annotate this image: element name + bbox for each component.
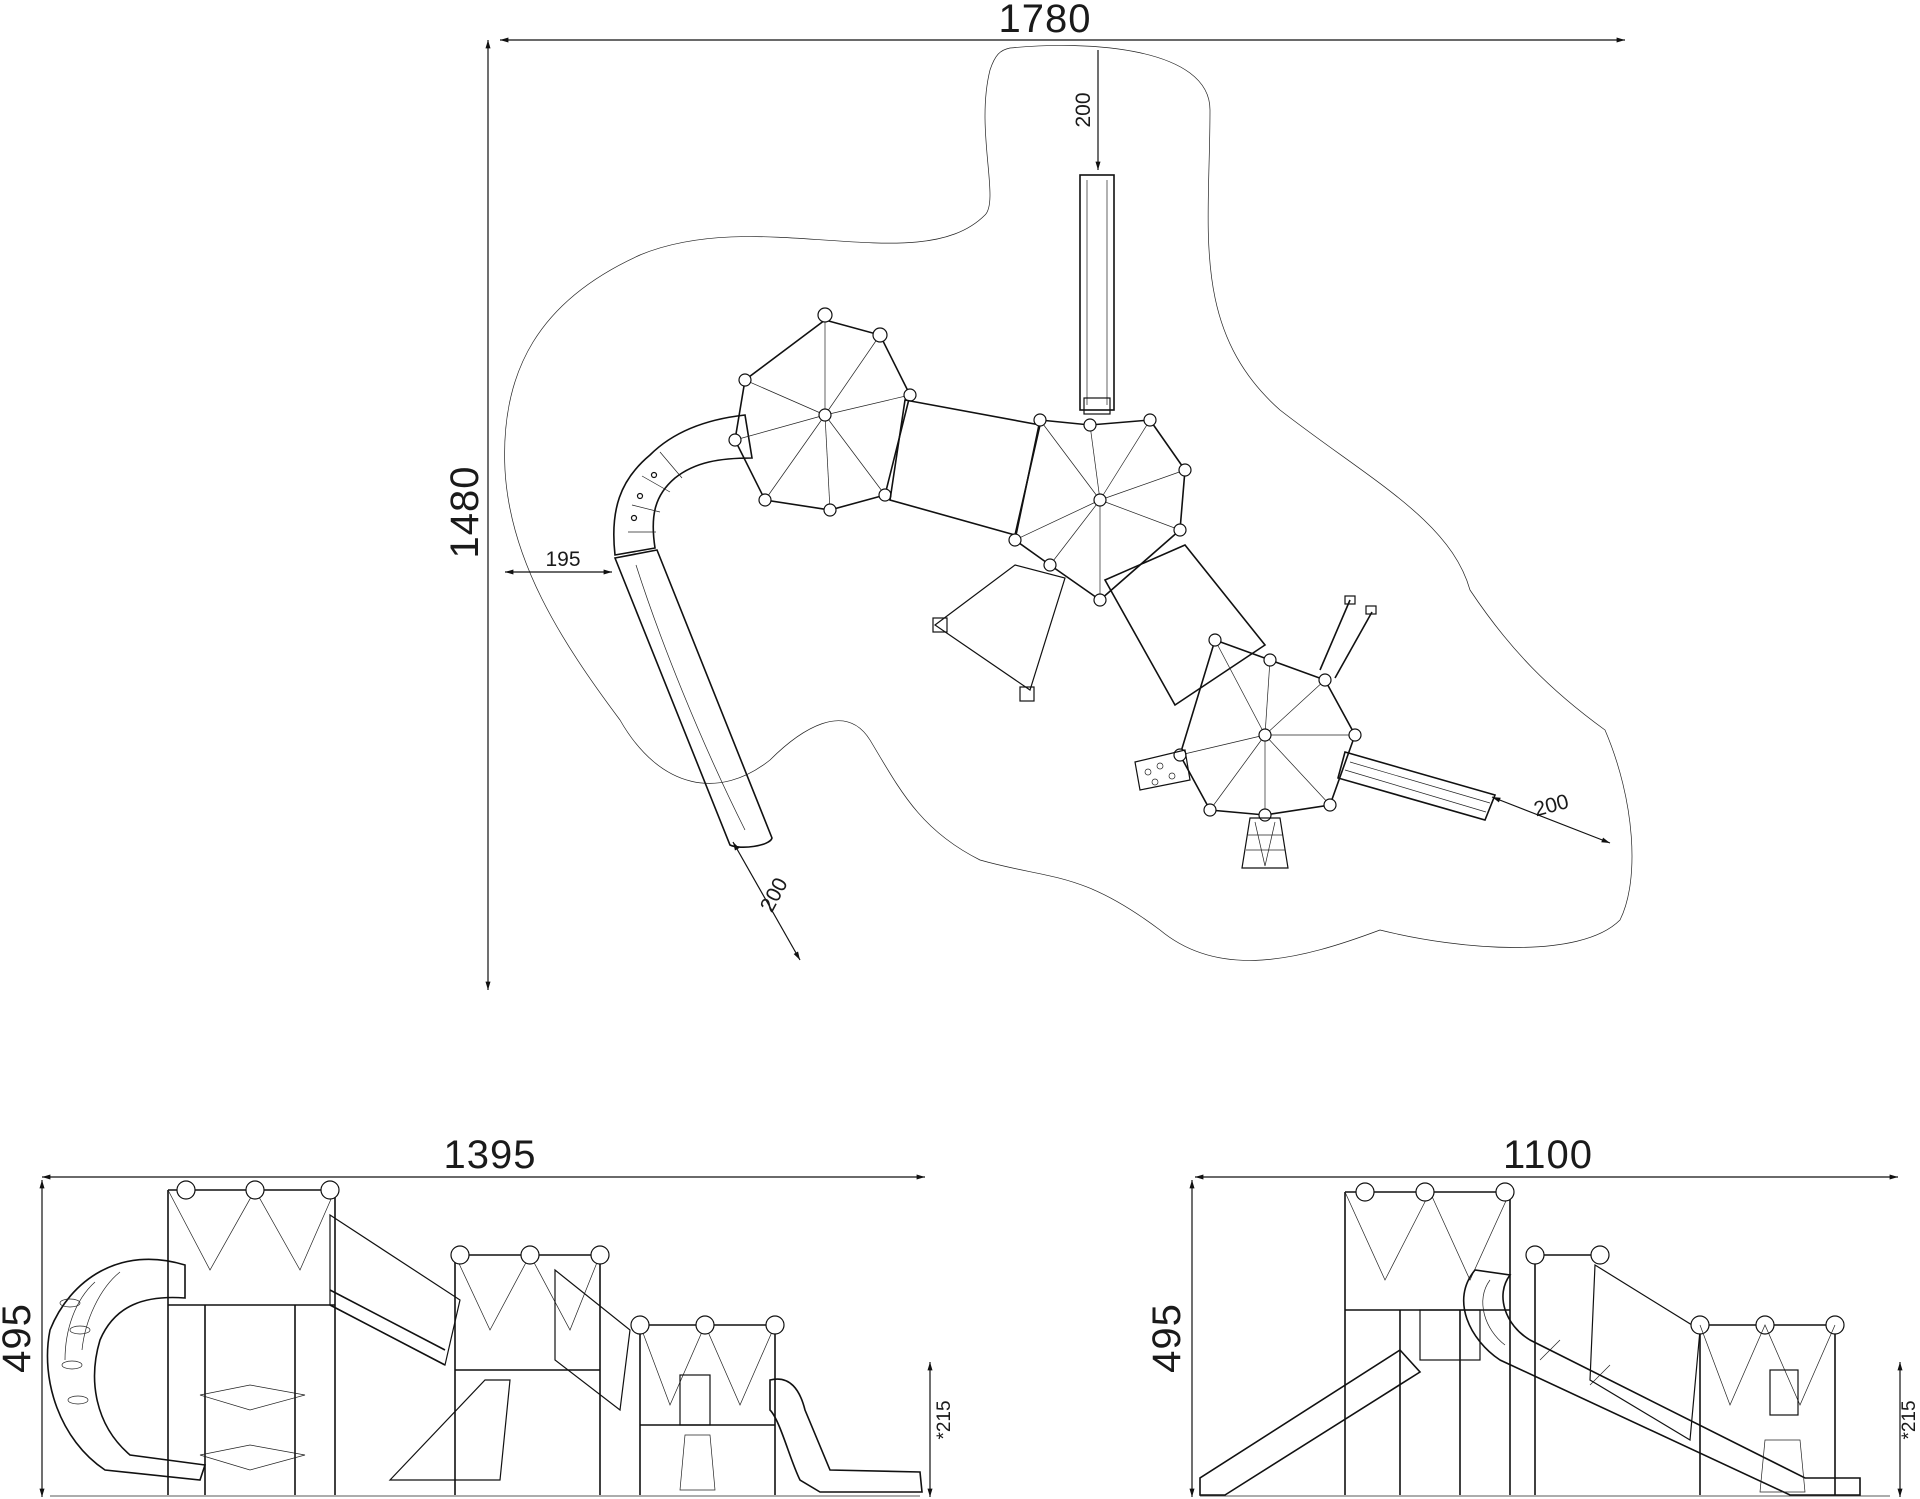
side-straight-slide xyxy=(1199,1348,1422,1496)
plan-fire-poles xyxy=(1319,595,1377,679)
side-platform-label: *215 xyxy=(1899,1400,1920,1439)
side-tower-right xyxy=(1525,1245,1845,1495)
plan-view: 1780 1480 200 195 200 200 xyxy=(443,0,1633,990)
safety-zone-outline xyxy=(504,45,1633,961)
plan-straight-slide-east xyxy=(1337,751,1497,821)
front-tower-b xyxy=(388,1245,610,1495)
plan-right-slide-dim: 200 xyxy=(1531,790,1571,821)
side-tower-left xyxy=(1344,1182,1515,1495)
side-tube-slide xyxy=(1463,1269,1861,1496)
side-elevation: 1100 495 *215 xyxy=(1145,1133,1920,1498)
front-tower-a xyxy=(167,1180,340,1495)
side-height-label: 495 xyxy=(1145,1303,1189,1373)
plan-net-bridge-2 xyxy=(1103,544,1267,707)
plan-net-bridge-1 xyxy=(889,399,1041,536)
side-net-bridge xyxy=(1589,1263,1701,1442)
front-net-bridge-b xyxy=(554,1268,631,1412)
plan-tower-center xyxy=(1008,413,1192,607)
front-elevation: 1395 495 *215 xyxy=(0,1133,955,1498)
plan-width-label: 1780 xyxy=(999,0,1092,41)
plan-tower-east xyxy=(1173,633,1362,822)
plan-climbing-wall xyxy=(1134,749,1191,791)
front-platform-label: *215 xyxy=(934,1400,955,1439)
plan-tube-bottom-dim: 200 xyxy=(756,874,793,916)
front-straight-slide xyxy=(769,1378,923,1493)
front-height-label: 495 xyxy=(0,1303,39,1373)
front-tower-c xyxy=(630,1315,785,1495)
plan-triangle-ladder xyxy=(1241,817,1289,869)
front-width-label: 1395 xyxy=(444,1133,537,1177)
plan-height-label: 1480 xyxy=(443,466,487,559)
plan-rope-ladder xyxy=(932,564,1066,702)
plan-top-slide-dim: 200 xyxy=(1072,92,1095,127)
plan-tower-west xyxy=(728,307,917,517)
front-net-bridge-a xyxy=(329,1213,461,1366)
plan-left-dim: 195 xyxy=(545,548,580,571)
plan-straight-slide-north xyxy=(1079,174,1115,415)
plan-tube-slide xyxy=(612,414,773,848)
front-tube-slide xyxy=(46,1258,207,1481)
side-width-label: 1100 xyxy=(1503,1133,1593,1177)
